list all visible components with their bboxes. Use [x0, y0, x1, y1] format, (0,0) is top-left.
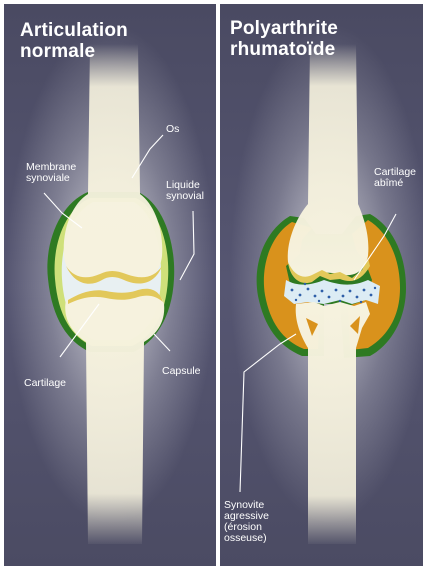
- label-cartilage-abime: Cartilage abîmé: [374, 167, 416, 189]
- label-synovite-agressive: Synovite agressive (érosion osseuse): [224, 500, 269, 544]
- left-title: Articulation normale: [20, 20, 128, 62]
- label-liquide-synovial: Liquide synovial: [166, 180, 204, 202]
- label-cartilage: Cartilage: [24, 378, 66, 389]
- normal-joint-illustration: [4, 4, 216, 566]
- label-membrane-synoviale: Membrane synoviale: [26, 162, 76, 184]
- label-os: Os: [166, 124, 179, 135]
- rheumatoid-joint-panel: Polyarthrite rhumatoïde Cartilage abîmé …: [220, 4, 423, 566]
- right-title: Polyarthrite rhumatoïde: [230, 18, 338, 60]
- label-capsule: Capsule: [162, 366, 201, 377]
- normal-joint-panel: Articulation normale Os Membrane synovia…: [4, 4, 216, 566]
- rheumatoid-joint-illustration: [220, 4, 423, 566]
